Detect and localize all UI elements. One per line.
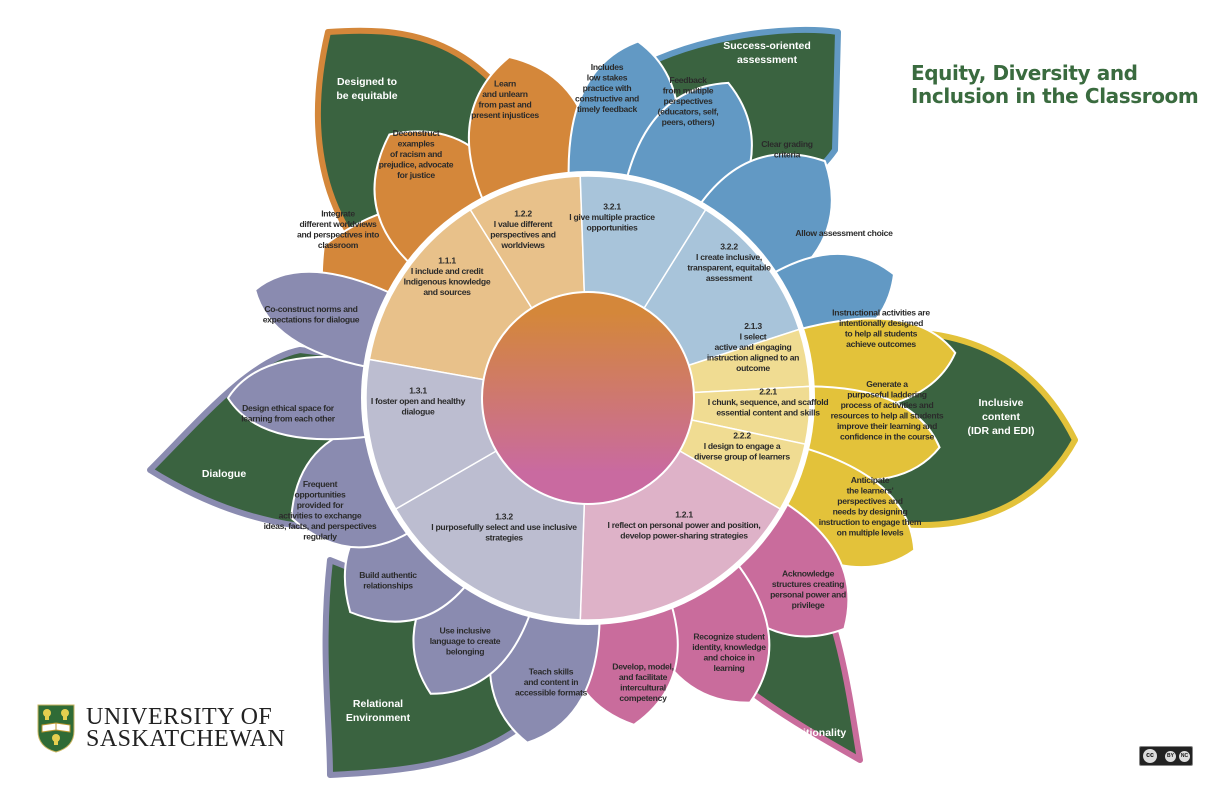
creative-commons-by-nc-icon[interactable]: cc BY NC [1139,746,1193,766]
by-icon: BY [1165,750,1176,762]
title-line-2: Inclusion in the Classroom [911,84,1199,108]
nc-icon: NC [1179,750,1190,762]
logo-line-1: UNIVERSITY OF [86,704,273,730]
petal-label: Allow assessment choice [795,228,893,238]
university-crest-icon [37,704,75,753]
title-line-1: Equity, Diversity and [911,61,1138,85]
petal-shape [254,270,394,369]
cc-icon: cc [1143,749,1157,763]
university-logo: UNIVERSITY OF SASKATCHEWAN [36,703,285,753]
category-label: Positionality [784,727,847,739]
category-label: Dialogue [202,468,246,480]
logo-line-2: SASKATCHEWAN [86,726,286,752]
center-circle [481,291,695,505]
petal-shape [226,355,371,441]
page-title: Equity, Diversity and Inclusion in the C… [911,61,1199,108]
